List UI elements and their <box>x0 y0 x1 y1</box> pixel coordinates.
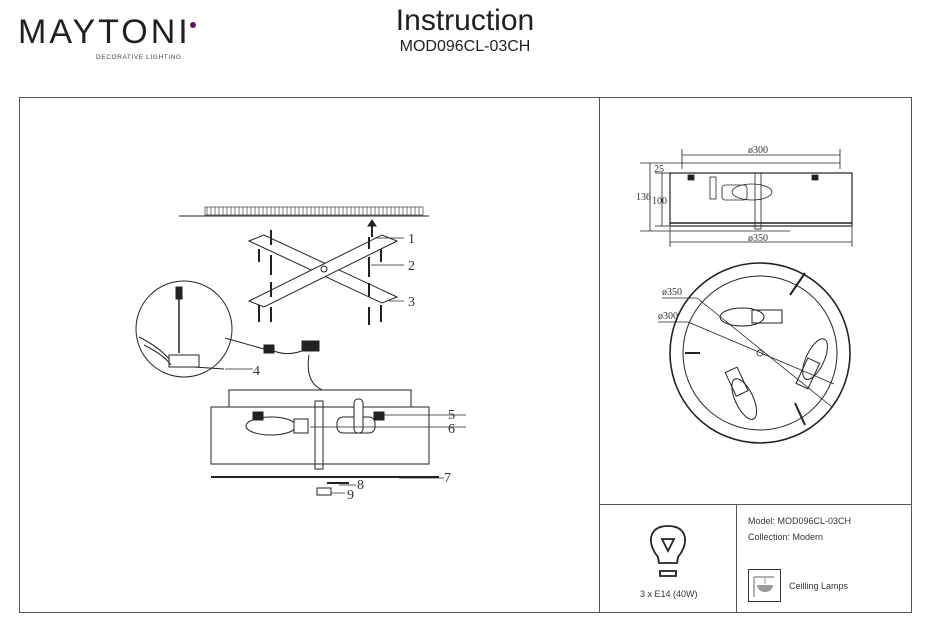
brand-tagline: DECORATIVE LIGHTING <box>96 54 182 61</box>
dim-outer-diameter: ø350 <box>662 287 682 298</box>
mounting-screws <box>258 230 382 325</box>
callout-7: 7 <box>444 471 451 486</box>
ceiling-lamp-icon <box>748 569 781 602</box>
wiring-detail <box>135 280 265 378</box>
bulb-1 <box>719 307 783 327</box>
brand-accent-dot <box>190 22 196 28</box>
bulb-spec: 3 x E14 (40W) <box>640 589 698 599</box>
bulb-icon <box>649 525 687 577</box>
side-view-drawing: ø300 ø350 136 100 25 <box>636 145 853 247</box>
lamp-body <box>210 398 466 470</box>
category-label: Ceilling Lamps <box>789 581 849 591</box>
ceiling-surface <box>179 206 429 217</box>
dim-body-height: 100 <box>652 196 667 207</box>
callout-1: 1 <box>408 232 415 247</box>
glass-diffuser <box>211 476 444 496</box>
callout-8: 8 <box>357 478 364 493</box>
model-code: MOD096CL-03CH <box>399 38 531 55</box>
dim-inner-diameter: ø300 <box>658 311 678 322</box>
callout-2: 2 <box>408 259 415 274</box>
mounting-bracket <box>247 234 399 308</box>
drawing-frame <box>19 97 912 613</box>
collection-label: Collection: Modern <box>748 532 824 542</box>
callout-6: 6 <box>448 422 455 437</box>
dim-top-diameter: ø300 <box>748 145 768 156</box>
dim-total-height: 136 <box>636 192 651 203</box>
lamp-canopy <box>228 389 412 409</box>
top-view-drawing: ø350 ø300 <box>658 262 851 444</box>
document-header: Instruction MOD096CL-03CH <box>330 4 600 56</box>
dim-bottom-diameter: ø350 <box>748 233 768 244</box>
spec-divider <box>736 504 737 613</box>
callout-5: 5 <box>448 408 455 423</box>
dim-mount-height: 25 <box>654 164 664 175</box>
bulb-3 <box>724 366 758 420</box>
assembly-diagram: 1 2 3 4 5 6 7 8 9 <box>135 206 466 503</box>
page-title: Instruction <box>395 4 535 37</box>
model-label: Model: MOD096CL-03CH <box>748 516 852 526</box>
brand-name: MAYTONI <box>18 13 191 51</box>
frame-divider-vertical <box>599 97 600 613</box>
bulb-2 <box>795 338 828 390</box>
callout-9: 9 <box>347 488 354 503</box>
up-arrow-icon <box>367 219 377 237</box>
callout-3: 3 <box>408 295 415 310</box>
callout-4: 4 <box>253 364 260 379</box>
power-connector <box>225 340 330 393</box>
brand-logo: MAYTONI DECORATIVE LIGHTING <box>18 10 196 61</box>
frame-divider-horizontal <box>599 504 912 505</box>
